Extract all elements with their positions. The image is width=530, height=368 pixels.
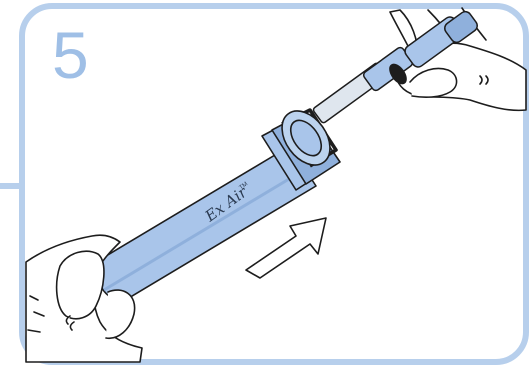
arrow-up-right-icon (246, 218, 326, 278)
step-number: 5 (52, 22, 89, 88)
